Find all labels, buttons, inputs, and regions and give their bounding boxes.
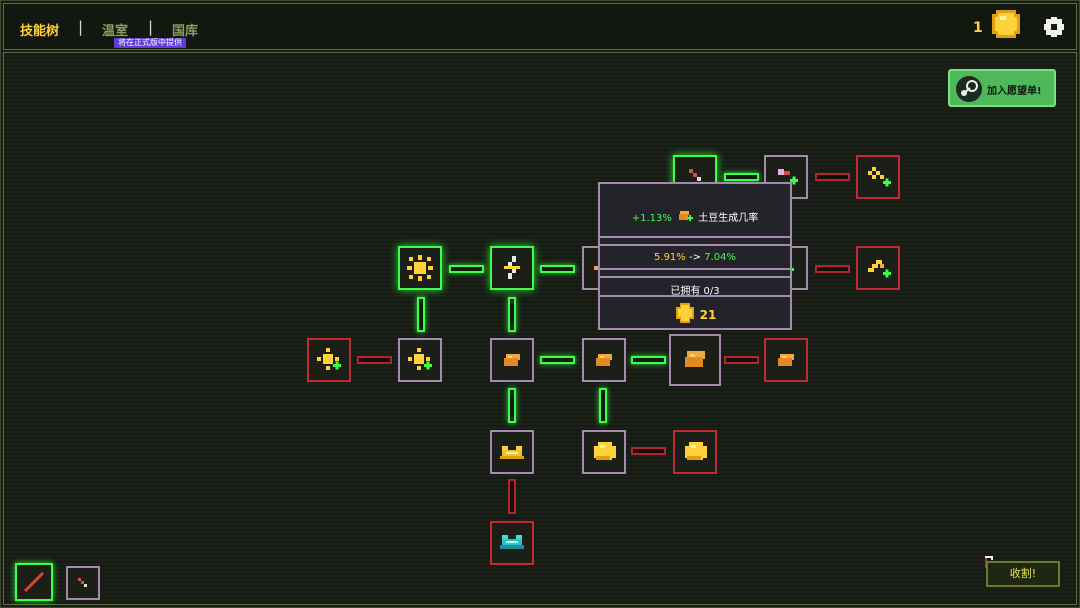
skill-node-sun-plus-locked[interactable]	[307, 338, 351, 382]
skill-node-potato[interactable]	[490, 338, 534, 382]
tooltip-divider	[600, 236, 790, 238]
tooltip-divider	[600, 295, 790, 297]
skill-tooltip: +1.13% 土豆生成几率 5.91% -> 7.04% 已拥有 0/3 21	[598, 182, 792, 330]
skill-node-golden-potato-locked[interactable]	[673, 430, 717, 474]
skill-tree-panel	[3, 52, 1077, 605]
skill-node-lightning[interactable]	[490, 246, 534, 290]
wishlist-label: 加入愿望单!	[987, 86, 1042, 97]
tab-greenhouse[interactable]: 温室	[102, 24, 129, 39]
potato-icon	[685, 351, 705, 367]
sun-icon	[407, 255, 433, 281]
tool-slot-sickle[interactable]	[66, 566, 100, 600]
wishlist-button[interactable]: 加入愿望单!	[948, 69, 1056, 107]
crystal-frog-icon	[500, 535, 524, 549]
bonus-label: 土豆生成几率	[698, 213, 759, 224]
connector	[417, 297, 425, 332]
connector	[724, 356, 759, 364]
settings-gear-icon[interactable]	[1043, 16, 1065, 38]
skill-node-potato-selected[interactable]	[669, 334, 721, 386]
tab-treasury[interactable]: 国库	[172, 24, 199, 39]
golden-potato-icon	[685, 442, 707, 460]
skill-node-sun[interactable]	[398, 246, 442, 290]
tab-separator: |	[78, 18, 84, 36]
connector	[508, 388, 516, 423]
potato-icon	[596, 354, 612, 366]
potato-icon	[778, 354, 794, 366]
stat-arrow: ->	[689, 252, 701, 263]
sun-plus-icon	[408, 348, 432, 370]
tool-slot-scythe[interactable]	[15, 563, 53, 601]
sickle-tool-icon	[78, 578, 87, 587]
tooltip-cost: 21	[600, 302, 790, 324]
arrow-up-plus-icon	[868, 260, 891, 278]
connector	[449, 265, 484, 273]
tab-separator: |	[148, 18, 154, 36]
connector	[508, 479, 516, 514]
skill-node-arrow-up-plus[interactable]	[856, 246, 900, 290]
connector	[815, 265, 850, 273]
golden-potato-icon	[594, 442, 616, 460]
tooltip-bonus: +1.13% 土豆生成几率	[600, 209, 790, 224]
tooltip-owned: 已拥有 0/3	[670, 286, 720, 297]
connector	[599, 388, 607, 423]
bonus-value: +1.13%	[631, 213, 672, 224]
coin-count: 1	[973, 20, 983, 36]
tooltip-divider	[600, 244, 790, 246]
frog-icon	[500, 446, 524, 459]
sparkle-icon	[868, 167, 891, 187]
stat-to: 7.04%	[704, 252, 736, 263]
connector	[540, 265, 575, 273]
connector	[508, 297, 516, 332]
sun-plus-icon	[317, 348, 341, 370]
connector	[631, 356, 666, 364]
skill-node-crystal-frog[interactable]	[490, 521, 534, 565]
gold-coin-icon	[675, 303, 694, 323]
gold-coin-icon	[988, 8, 1024, 40]
tooltip-divider	[600, 268, 790, 270]
skill-node-frog[interactable]	[490, 430, 534, 474]
potato-plus-icon	[679, 211, 694, 221]
tooltip-divider	[600, 276, 790, 278]
tab-skill-tree[interactable]: 技能树	[20, 24, 60, 39]
harvest-button[interactable]: 收割!	[986, 561, 1060, 587]
connector	[631, 447, 666, 455]
connector	[815, 173, 850, 181]
skill-node-potato-locked[interactable]	[764, 338, 808, 382]
connector	[540, 356, 575, 364]
skill-node-golden-potato[interactable]	[582, 430, 626, 474]
skill-node-potato[interactable]	[582, 338, 626, 382]
steam-logo-icon	[956, 76, 982, 102]
skill-node-sparkle-plus[interactable]	[856, 155, 900, 199]
connector	[724, 173, 759, 181]
scythe-tool-icon	[23, 571, 45, 593]
coming-soon-badge: 将在正式版中提供	[114, 38, 186, 48]
potato-icon	[594, 266, 600, 270]
carrot-plus-icon	[778, 169, 798, 185]
cost-value: 21	[699, 308, 717, 322]
lightning-icon	[504, 256, 520, 279]
carrot-icon	[689, 169, 701, 181]
potato-icon	[504, 354, 520, 366]
stat-from: 5.91%	[654, 252, 686, 263]
skill-node-sun-plus[interactable]	[398, 338, 442, 382]
connector	[357, 356, 392, 364]
tooltip-stat: 5.91% -> 7.04%	[600, 252, 790, 263]
